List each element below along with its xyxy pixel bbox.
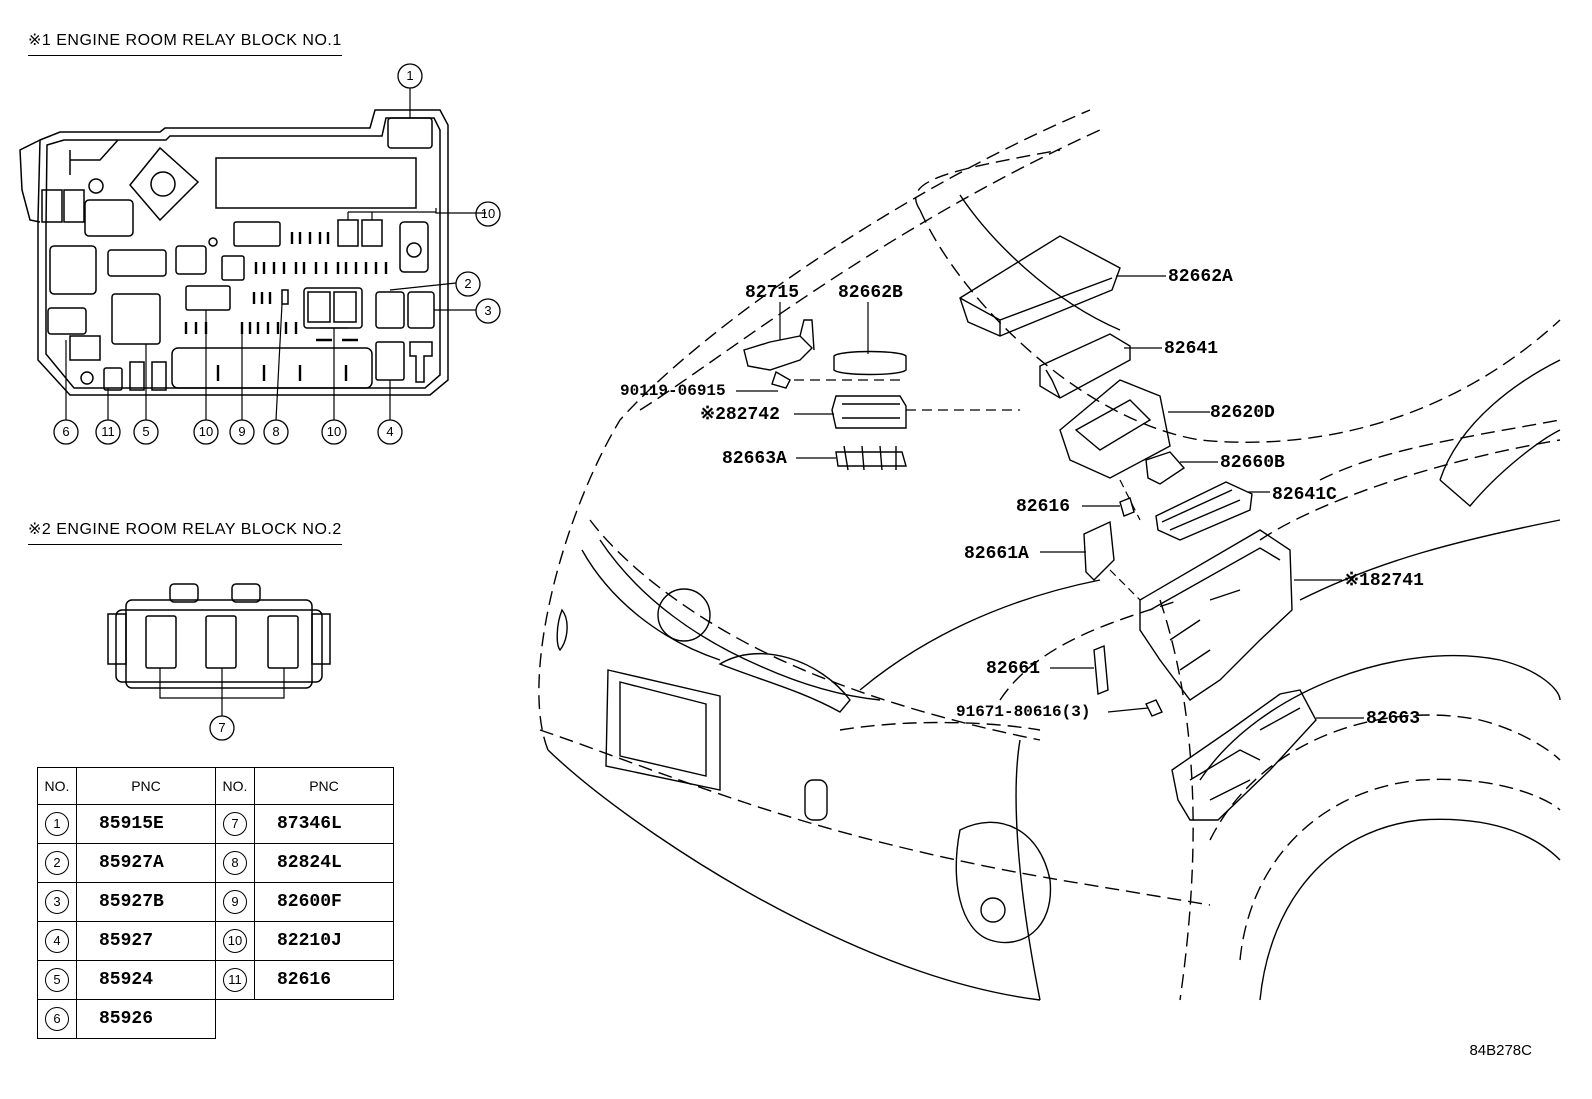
car-front-drawing (538, 109, 1561, 1001)
part-label-82715: 82715 (745, 283, 800, 303)
table-header-row: NO. PNC NO. PNC (37, 767, 394, 805)
pnc-cell: 82824L (254, 843, 394, 883)
item-number: 2 (45, 851, 69, 875)
pnc-cell: 85927B (76, 882, 216, 922)
part-label-90119-06915: 90119-06915 (620, 382, 726, 400)
table-row: 1 85915E 7 87346L (37, 804, 394, 844)
item-number: 8 (223, 851, 247, 875)
table-row: 6 85926 (37, 999, 394, 1039)
part-leader-lines (736, 275, 1364, 719)
callout-number: 5 (142, 424, 150, 439)
callout-number: 10 (480, 206, 496, 221)
row-number-cell: 10 (215, 921, 255, 961)
block1-callout-circles (53, 63, 501, 445)
parts-cluster-drawing (743, 235, 1317, 821)
callout-number: 7 (218, 720, 226, 735)
callout-number: 8 (272, 424, 280, 439)
callout-number: 3 (484, 303, 492, 318)
part-label-82663a: 82663A (722, 449, 787, 469)
callout-number: 10 (198, 424, 214, 439)
part-label-82620d: 82620D (1210, 403, 1275, 423)
part-label-82616: 82616 (1016, 497, 1071, 517)
row-number-cell: 1 (37, 804, 77, 844)
table-row: 4 85927 10 82210J (37, 921, 394, 961)
callout-number: 1 (406, 68, 414, 83)
diagram-id: 84B278C (1469, 1042, 1532, 1059)
item-number: 1 (45, 812, 69, 836)
item-number: 4 (45, 929, 69, 953)
row-number-cell: 6 (37, 999, 77, 1039)
item-number: 9 (223, 890, 247, 914)
pnc-cell: 82616 (254, 960, 394, 1000)
part-label-82663: 82663 (1366, 709, 1421, 729)
block1-title-text: ※1 ENGINE ROOM RELAY BLOCK NO.1 (28, 32, 342, 49)
part-label-82641: 82641 (1164, 339, 1219, 359)
row-number-cell: 11 (215, 960, 255, 1000)
block1-title-underline (28, 55, 342, 56)
col-header-pnc: PNC (254, 767, 394, 805)
pnc-cell: 82600F (254, 882, 394, 922)
block2-title-underline (28, 544, 342, 545)
item-number: 5 (45, 968, 69, 992)
item-number: 7 (223, 812, 247, 836)
col-header-pnc: PNC (76, 767, 216, 805)
relay-block-2-drawing (107, 583, 331, 741)
pnc-cell: 87346L (254, 804, 394, 844)
row-number-cell: 2 (37, 843, 77, 883)
pnc-cell: 85926 (76, 999, 216, 1039)
pnc-cell: 85915E (76, 804, 216, 844)
block2-title: ※2 ENGINE ROOM RELAY BLOCK NO.2 (28, 519, 342, 545)
col-header-no: NO. (37, 767, 77, 805)
callout-number: 2 (464, 276, 472, 291)
row-number-cell: 9 (215, 882, 255, 922)
item-number: 3 (45, 890, 69, 914)
callout-number: 6 (62, 424, 70, 439)
empty-cell (216, 1000, 255, 1039)
part-label-82742: ※282742 (700, 405, 780, 425)
row-number-cell: 5 (37, 960, 77, 1000)
part-label-82660b: 82660B (1220, 453, 1285, 473)
col-header-no: NO. (215, 767, 255, 805)
relay-block-1-drawing (19, 109, 449, 396)
pnc-cell: 85927A (76, 843, 216, 883)
block1-title: ※1 ENGINE ROOM RELAY BLOCK NO.1 (28, 30, 342, 56)
callout-number: 4 (386, 424, 394, 439)
pnc-table: NO. PNC NO. PNC 1 85915E 7 87346L 2 8592… (37, 767, 394, 1039)
table-row: 5 85924 11 82616 (37, 960, 394, 1000)
part-label-82641c: 82641C (1272, 485, 1337, 505)
part-label-82741: ※182741 (1344, 571, 1424, 591)
part-label-82662a: 82662A (1168, 267, 1233, 287)
part-label-82662b: 82662B (838, 283, 903, 303)
part-label-82661: 82661 (986, 659, 1041, 679)
row-number-cell: 8 (215, 843, 255, 883)
table-row: 2 85927A 8 82824L (37, 843, 394, 883)
pnc-cell: 82210J (254, 921, 394, 961)
item-number: 10 (223, 929, 247, 953)
row-number-cell: 3 (37, 882, 77, 922)
callout-number: 11 (101, 424, 115, 439)
block2-title-text: ※2 ENGINE ROOM RELAY BLOCK NO.2 (28, 521, 342, 538)
part-label-91671-80616: 91671-80616(3) (956, 703, 1091, 721)
item-number: 11 (223, 968, 247, 992)
empty-cell (255, 1000, 394, 1039)
row-number-cell: 4 (37, 921, 77, 961)
item-number: 6 (45, 1007, 69, 1031)
block1-callout-leaders (65, 88, 486, 421)
callout-number: 9 (238, 424, 246, 439)
table-row: 3 85927B 9 82600F (37, 882, 394, 922)
callout-number: 10 (326, 424, 342, 439)
part-label-82661a: 82661A (964, 544, 1029, 564)
pnc-cell: 85927 (76, 921, 216, 961)
row-number-cell: 7 (215, 804, 255, 844)
pnc-cell: 85924 (76, 960, 216, 1000)
